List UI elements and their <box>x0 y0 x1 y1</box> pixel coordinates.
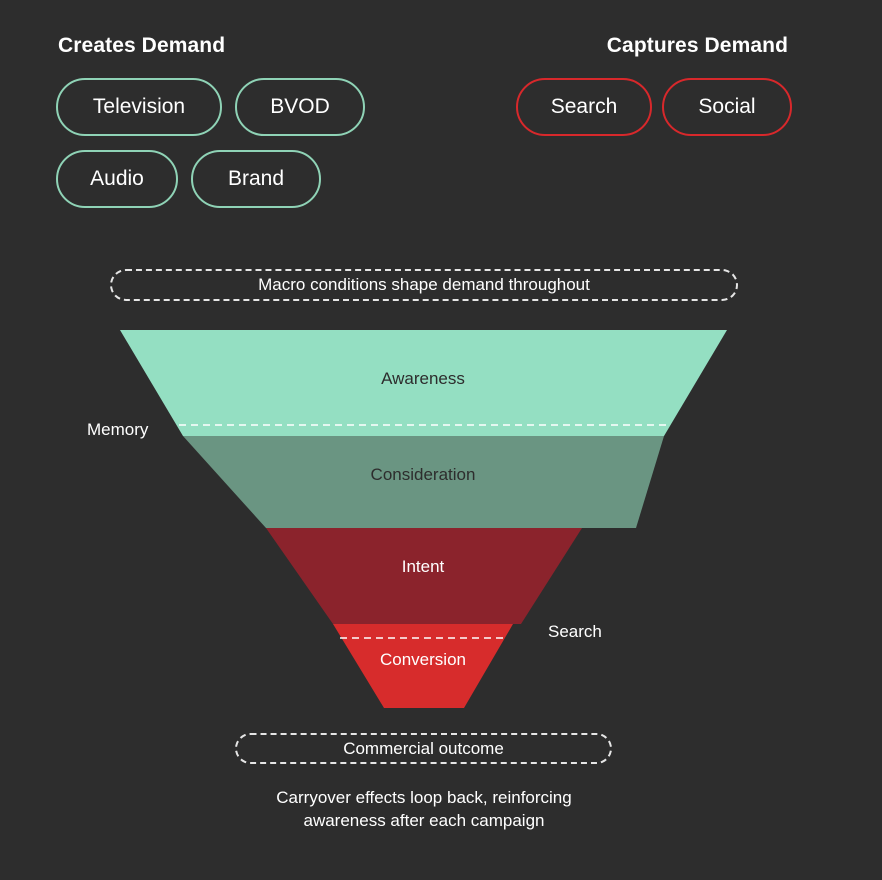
commercial-outcome-box: Commercial outcome <box>235 733 612 764</box>
macro-conditions-box: Macro conditions shape demand throughout <box>110 269 738 301</box>
consideration-stage <box>183 436 664 528</box>
conversion-label: Conversion <box>380 650 466 669</box>
conversion-stage <box>333 624 513 708</box>
bvod-pill: BVOD <box>235 78 365 136</box>
memory-label: Memory <box>87 420 149 439</box>
awareness-stage <box>120 330 727 436</box>
search-pill: Search <box>516 78 652 136</box>
intent-label: Intent <box>402 557 445 576</box>
creates-demand-heading: Creates Demand <box>58 34 226 57</box>
intent-stage <box>266 528 582 624</box>
brand-pill: Brand <box>191 150 321 208</box>
television-pill: Television <box>56 78 222 136</box>
audio-pill: Audio <box>56 150 178 208</box>
consideration-label: Consideration <box>371 465 476 484</box>
captures-demand-heading: Captures Demand <box>606 34 788 57</box>
footer-line-1: Carryover effects loop back, reinforcing <box>276 788 572 807</box>
social-pill: Social <box>662 78 792 136</box>
footer-line-2: awareness after each campaign <box>303 811 545 830</box>
search-side-label: Search <box>548 622 602 641</box>
footer-caption: Carryover effects loop back, reinforcing… <box>0 786 848 832</box>
awareness-label: Awareness <box>381 369 465 388</box>
